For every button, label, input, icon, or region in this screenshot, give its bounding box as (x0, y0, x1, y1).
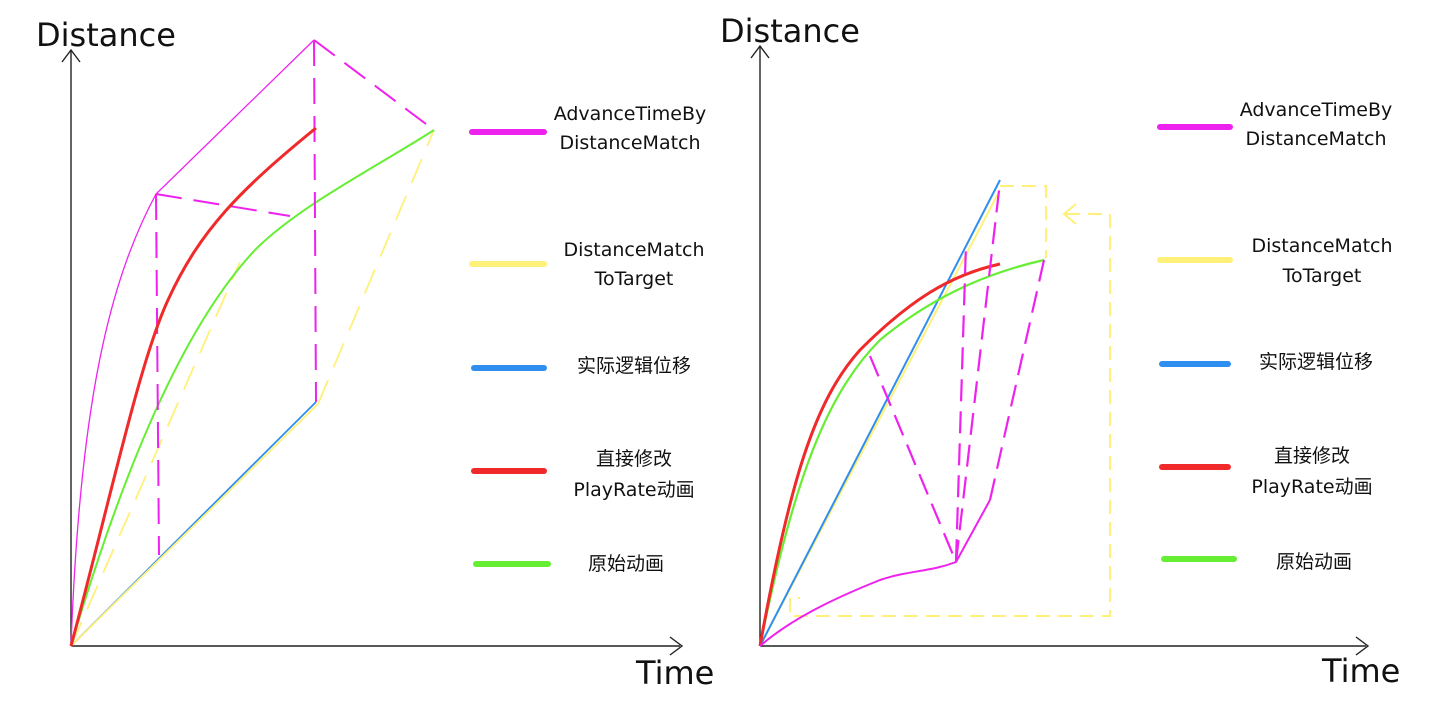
left-legend-original-label: 原始动画 (588, 553, 664, 575)
right-x-axis-title: Time (1321, 652, 1400, 690)
left-legend: AdvanceTimeBy DistanceMatch DistanceMatc… (469, 103, 707, 575)
right-diagram: Distance Time AdvanceTimeBy DistanceMatc… (720, 12, 1400, 690)
left-legend-playrate-line2: PlayRate动画 (573, 479, 694, 501)
right-y-axis-title: Distance (720, 12, 860, 50)
left-y-axis-arrow (61, 48, 81, 63)
left-legend-logic-label: 实际逻辑位移 (577, 355, 691, 377)
right-target-bracket (789, 185, 1111, 617)
right-legend-original-label: 原始动画 (1276, 551, 1352, 573)
left-legend-advance-line2: DistanceMatch (559, 132, 700, 154)
left-target-line (70, 403, 319, 647)
left-advance-dashed (155, 39, 435, 556)
left-playrate-curve (69, 126, 317, 647)
right-legend-playrate-line2: PlayRate动画 (1251, 476, 1372, 498)
left-legend-playrate-line1: 直接修改 (596, 448, 672, 470)
left-x-axis-title: Time (635, 654, 714, 692)
left-legend-target-line2: ToTarget (594, 268, 674, 290)
right-playrate-curve (758, 262, 1001, 647)
right-bracket-arrow (1062, 203, 1077, 225)
left-diagram: Distance Time AdvanceTimeBy DistanceMatc… (36, 16, 714, 692)
right-legend-logic-label: 实际逻辑位移 (1259, 351, 1373, 373)
right-legend: AdvanceTimeBy DistanceMatch DistanceMatc… (1157, 99, 1393, 573)
right-original-curve (758, 258, 1045, 647)
right-legend-target-line2: ToTarget (1282, 265, 1362, 287)
right-legend-advance-line1: AdvanceTimeBy (1240, 99, 1393, 121)
right-logic-line (759, 179, 1001, 647)
left-legend-target-line1: DistanceMatch (563, 239, 704, 261)
right-advance-curve (759, 499, 991, 647)
left-target-dashed (70, 129, 435, 647)
left-legend-advance-line1: AdvanceTimeBy (554, 103, 707, 125)
left-advance-curve (70, 39, 315, 647)
right-x-axis-arrow (1355, 636, 1370, 656)
left-original-curve (70, 129, 435, 647)
left-x-axis-arrow (669, 636, 684, 656)
right-legend-playrate-line1: 直接修改 (1274, 445, 1350, 467)
right-legend-advance-line2: DistanceMatch (1245, 128, 1386, 150)
right-advance-dashed (868, 181, 1046, 563)
right-legend-target-line1: DistanceMatch (1251, 235, 1392, 257)
left-y-axis-title: Distance (36, 16, 176, 54)
right-y-axis-arrow (750, 44, 770, 59)
